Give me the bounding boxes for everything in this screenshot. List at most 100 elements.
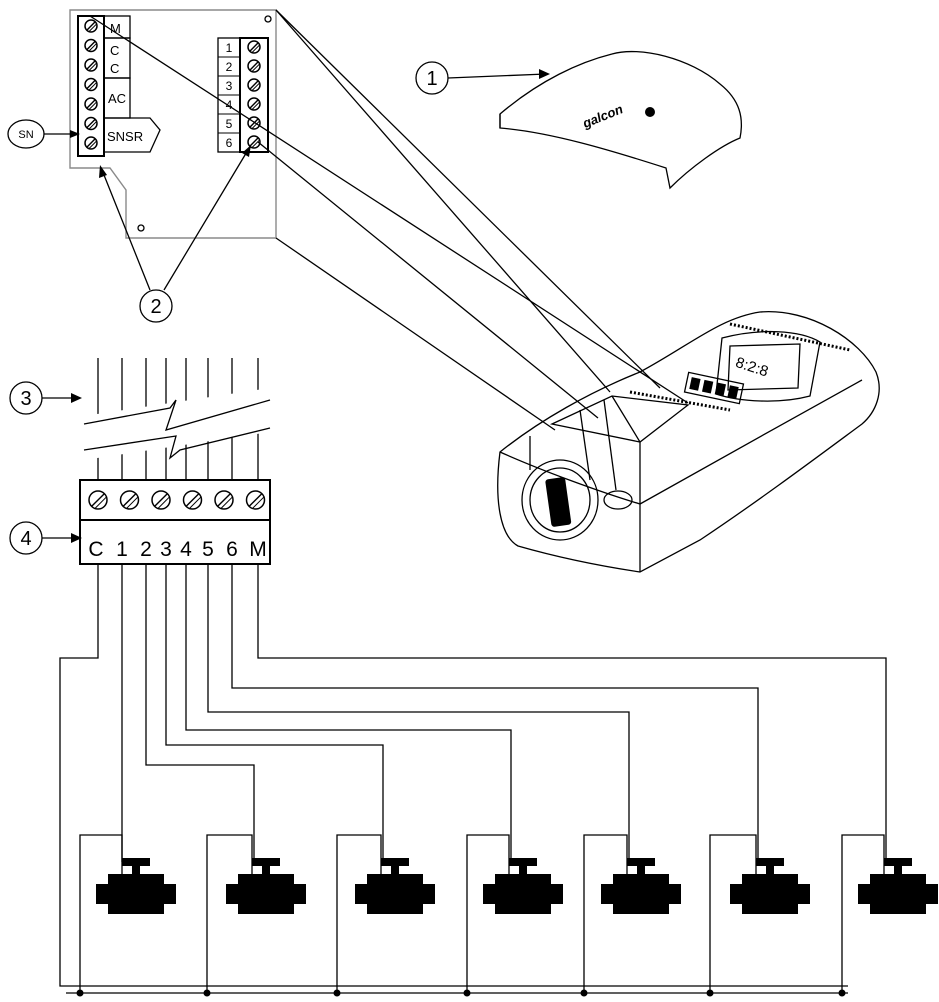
lcd-readout: 8:2:8 xyxy=(733,354,770,380)
wire-junction xyxy=(580,989,588,997)
wire-junction xyxy=(333,989,341,997)
terminal-block-label: 4 xyxy=(180,538,192,561)
zone-label: 1 xyxy=(226,41,233,55)
terminal-screw xyxy=(84,136,98,150)
valves xyxy=(96,858,938,914)
terminal-screw xyxy=(247,59,261,73)
terminal-screw xyxy=(214,490,234,510)
solenoid-valve xyxy=(483,858,563,914)
zone-label: 6 xyxy=(226,136,233,150)
vent-grille xyxy=(729,322,851,352)
inset-panel xyxy=(69,9,277,239)
label-box-snsr xyxy=(103,117,161,153)
terminal-screw xyxy=(245,490,266,510)
callout-number-2: 2 xyxy=(150,296,161,318)
inset-screw-hole xyxy=(137,224,145,232)
wire-junction xyxy=(463,989,471,997)
wire-break-line xyxy=(83,399,271,431)
terminal-block-body xyxy=(79,479,271,565)
valve-common-loop xyxy=(583,834,628,993)
terminal-block-label: C xyxy=(88,538,103,561)
terminal-block-label: 6 xyxy=(226,538,238,561)
callout-circle-2 xyxy=(139,289,173,323)
wire-break-line xyxy=(83,427,271,460)
callout-1-arrow xyxy=(447,73,547,79)
station-wire xyxy=(207,564,630,862)
terminal-label-c: C xyxy=(110,43,119,58)
callout-3: 3 xyxy=(9,381,82,415)
rotary-dial xyxy=(529,467,591,533)
terminal-screw xyxy=(247,40,261,54)
callout-2-arrow-left xyxy=(101,169,151,291)
field-wiring xyxy=(59,564,887,997)
terminal-screw xyxy=(182,490,203,510)
callout-number-4: 4 xyxy=(20,528,31,550)
terminal-screw xyxy=(84,77,98,92)
valve-common-loop xyxy=(206,834,253,993)
terminal-screw xyxy=(84,58,98,72)
terminal-label-m: M xyxy=(110,21,121,36)
keypad xyxy=(683,371,745,405)
terminal-screw xyxy=(84,38,98,53)
terminal-screw xyxy=(88,490,108,510)
zone-label: 5 xyxy=(226,117,233,131)
controller-wiring-bay xyxy=(549,395,690,443)
terminal-block-label: 3 xyxy=(160,538,172,561)
terminal-screw xyxy=(84,19,98,33)
callout-number-3: 3 xyxy=(20,388,31,410)
cover-logo: galcon xyxy=(580,101,625,131)
callout-4: 4 xyxy=(9,521,82,555)
arrowhead xyxy=(70,130,80,138)
right-terminal-strip xyxy=(239,37,269,153)
solenoid-valve xyxy=(96,858,176,914)
terminal-block-label: 2 xyxy=(140,538,152,561)
arrowhead xyxy=(71,393,82,403)
terminal-screw xyxy=(84,97,98,111)
solenoid-valve xyxy=(730,858,810,914)
zone-label: 4 xyxy=(226,98,233,112)
keypad-button xyxy=(701,379,714,394)
callout-2: 2 xyxy=(99,145,251,323)
wire-junction xyxy=(838,989,846,997)
solenoid-valve xyxy=(226,858,306,914)
battery-window xyxy=(603,490,633,510)
callout-number-1: 1 xyxy=(426,68,437,90)
valve-common-loop xyxy=(841,834,885,993)
valve-common-loop xyxy=(336,834,382,993)
cover-logo-dot xyxy=(645,107,655,117)
rotary-dial-knob xyxy=(545,477,572,527)
keypad-button xyxy=(689,377,701,391)
wire-junction xyxy=(203,989,211,997)
valve-common-loop xyxy=(466,834,510,993)
terminal-label-snsr: SNSR xyxy=(107,129,143,144)
inset-screw-hole xyxy=(264,15,272,23)
terminal-screw xyxy=(151,490,171,510)
cover-shell xyxy=(499,50,743,190)
rotary-dial-ring xyxy=(521,459,599,541)
terminal-screw xyxy=(84,116,98,131)
controller-housing xyxy=(497,311,880,573)
sensor-callout: SN xyxy=(7,119,80,149)
arrowhead xyxy=(99,165,107,178)
terminal-block-label: 1 xyxy=(116,538,128,561)
lcd-display xyxy=(715,330,821,402)
terminal-screw xyxy=(247,78,261,92)
terminal-screw xyxy=(247,97,261,111)
keypad-button xyxy=(714,382,727,397)
wire-junction xyxy=(706,989,714,997)
sensor-callout-label: SN xyxy=(18,129,33,141)
solenoid-valve xyxy=(355,858,435,914)
station-wire xyxy=(231,564,759,862)
callout-2-arrow-right xyxy=(163,149,249,291)
projection-lines xyxy=(89,9,689,431)
arrowhead xyxy=(539,69,550,79)
controller-unit: 8:2:8 xyxy=(497,311,880,573)
terminal-label-ac: AC xyxy=(108,91,126,106)
solenoid-valve xyxy=(601,858,681,914)
common-wire xyxy=(59,564,848,987)
arrowhead xyxy=(71,533,82,543)
terminal-block-label: 5 xyxy=(202,538,214,561)
vent-grille xyxy=(629,390,731,412)
wire-junction xyxy=(76,989,84,997)
